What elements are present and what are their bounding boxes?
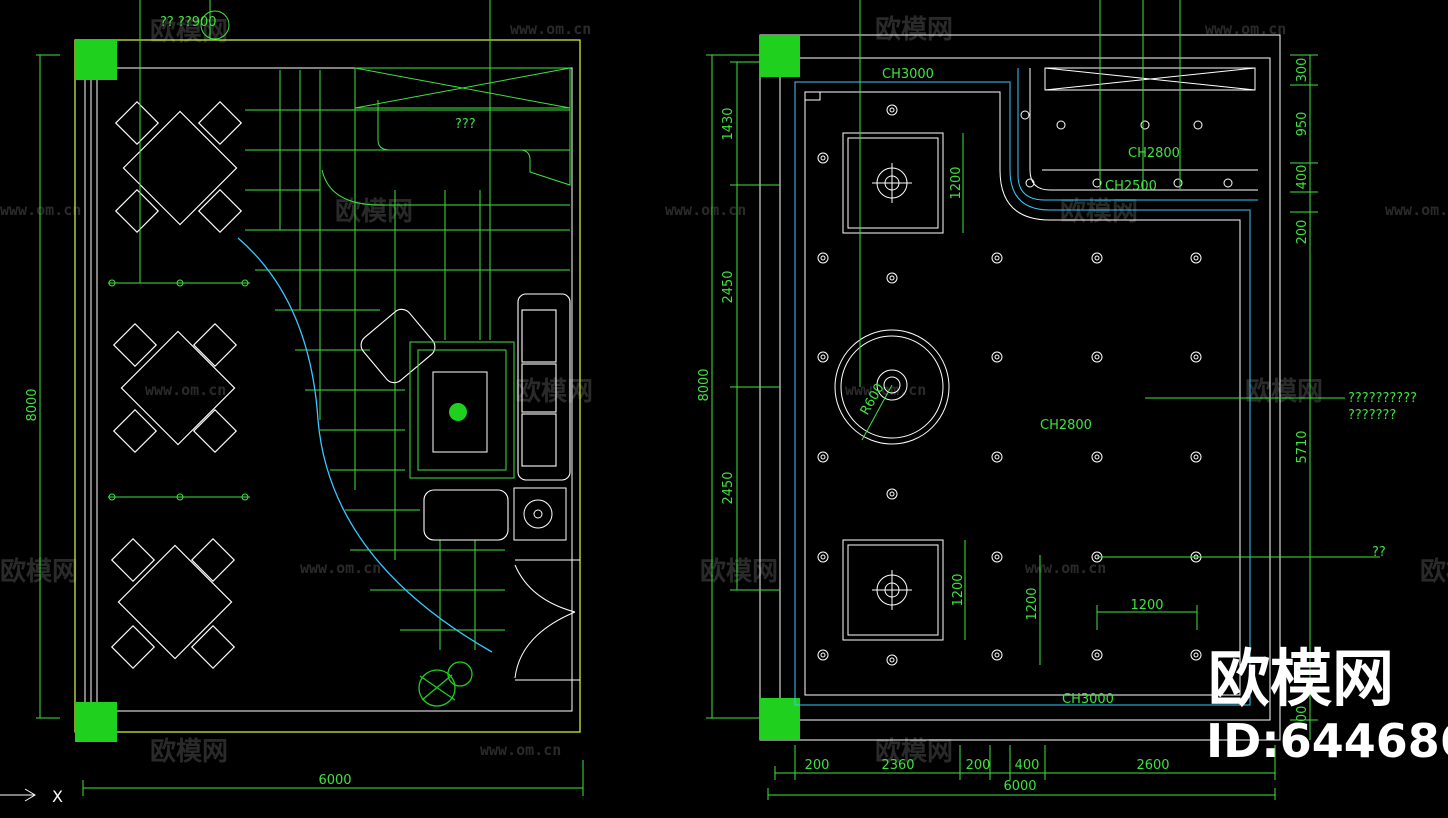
dim-vertical: 2450 — [721, 270, 736, 303]
dimension-lines — [36, 54, 584, 796]
door — [514, 559, 580, 681]
dim-right: 950 — [1295, 112, 1310, 137]
left-floor-plan: ??? — [0, 0, 584, 806]
dim-right: 300 — [1295, 706, 1310, 731]
reference-lines — [859, 0, 1380, 558]
right-ceiling-plan: R600 — [697, 0, 1417, 800]
watermark-brand: 欧模网 — [875, 14, 953, 45]
round-ceiling-feature — [834, 329, 950, 445]
watermark-id: ID:644686 — [1206, 714, 1448, 768]
watermark-brand: 欧模网 — [150, 16, 228, 47]
dim-total-height: 8000 — [697, 368, 712, 401]
rug — [409, 341, 515, 479]
ceiling-height-label: CH3000 — [882, 67, 934, 82]
dim-square: 1200 — [1025, 587, 1040, 620]
ceiling-step-upper — [1017, 68, 1258, 201]
square-ceiling-light — [842, 132, 944, 234]
watermark-url: www.om.cn — [1385, 201, 1448, 219]
dining-table-set — [112, 322, 238, 454]
dimension-lines — [706, 54, 1318, 800]
dim-square: 1200 — [949, 166, 964, 199]
inner-wall — [96, 67, 573, 712]
watermark-big-brand: 欧模网 — [1208, 642, 1394, 715]
watermark-brand: 欧模网 — [1245, 376, 1323, 407]
dining-table-set — [110, 537, 236, 670]
dim-right: 300 — [1295, 58, 1310, 83]
ceiling-height-label: CH2500 — [1105, 179, 1157, 194]
watermark-url: www.om.cn — [145, 381, 226, 399]
dim-bottom: 200 — [966, 758, 991, 773]
sofa-three-seat — [517, 293, 571, 481]
watermark-url: www.om.cn — [1025, 559, 1106, 577]
armchair — [360, 308, 509, 541]
plant — [418, 661, 473, 707]
decor-flower — [449, 403, 467, 421]
watermark-brand: 欧模网 — [1060, 196, 1138, 227]
curved-partition — [237, 237, 493, 653]
dim-vertical: 1430 — [721, 107, 736, 140]
bar-counter — [321, 67, 571, 206]
note-text: ??????? — [1348, 408, 1396, 423]
dining-table-set — [114, 100, 243, 234]
curtain-box — [1044, 67, 1256, 91]
axis-label: X — [52, 787, 63, 806]
outer-wall — [759, 34, 1281, 741]
column — [760, 698, 800, 740]
watermark-url: www.om.cn — [510, 20, 591, 38]
watermark-brand: 欧模网 — [515, 376, 593, 407]
ceiling-step — [794, 81, 1251, 706]
watermark-brand: 欧模网 — [150, 736, 228, 767]
watermark-brand: 欧模网 — [875, 736, 953, 767]
ceiling-height-label: CH2800 — [1128, 146, 1180, 161]
dim-right: 400 — [1295, 165, 1310, 190]
ceiling-height-label: CH2800 — [1040, 418, 1092, 433]
ceiling-edge — [804, 91, 1241, 696]
watermark-url: www.om.cn — [0, 201, 81, 219]
dim-vertical: 2450 — [721, 471, 736, 504]
watermark-brand: 欧模网 — [0, 556, 78, 587]
track-light — [108, 279, 250, 501]
dim-total-width: 6000 — [1003, 779, 1036, 794]
watermark-url: www.om.cn — [1205, 20, 1286, 38]
dim-bottom: 400 — [1015, 758, 1040, 773]
watermark-brand: 欧模网 — [700, 556, 778, 587]
ucs-axis-icon — [0, 788, 36, 802]
top-note: ?? ??900 — [160, 15, 217, 30]
cabinet-note: ??? — [455, 117, 476, 132]
dim-bottom: 200 — [805, 758, 830, 773]
dim-horizontal: 1200 — [1130, 598, 1163, 613]
watermark-url: www.om.cn — [480, 741, 561, 759]
dim-width: 6000 — [318, 773, 351, 788]
watermark-url: www.om.cn — [665, 201, 746, 219]
square-ceiling-light — [842, 539, 944, 641]
column — [75, 702, 117, 742]
dim-square: 1200 — [951, 573, 966, 606]
reference-lines — [139, 0, 491, 340]
dim-height: 8000 — [25, 388, 40, 421]
watermark-url: www.om.cn — [300, 559, 381, 577]
floor-tile-grid — [245, 70, 570, 650]
column — [760, 35, 800, 77]
side-table — [513, 487, 567, 541]
note-text: ?? — [1372, 545, 1386, 560]
dim-right: 5710 — [1295, 430, 1310, 463]
watermark-brand: 欧模网 — [335, 196, 413, 227]
inner-wall — [779, 57, 1271, 721]
outer-wall — [74, 39, 581, 733]
dim-bottom: 2360 — [881, 758, 914, 773]
watermark-brand: 欧模网 — [1420, 556, 1448, 587]
column — [75, 40, 117, 80]
ceiling-height-label: CH3000 — [1062, 692, 1114, 707]
note-text: ?????????? — [1348, 391, 1417, 406]
dim-right: 200 — [1295, 220, 1310, 245]
dim-bottom: 2600 — [1136, 758, 1169, 773]
